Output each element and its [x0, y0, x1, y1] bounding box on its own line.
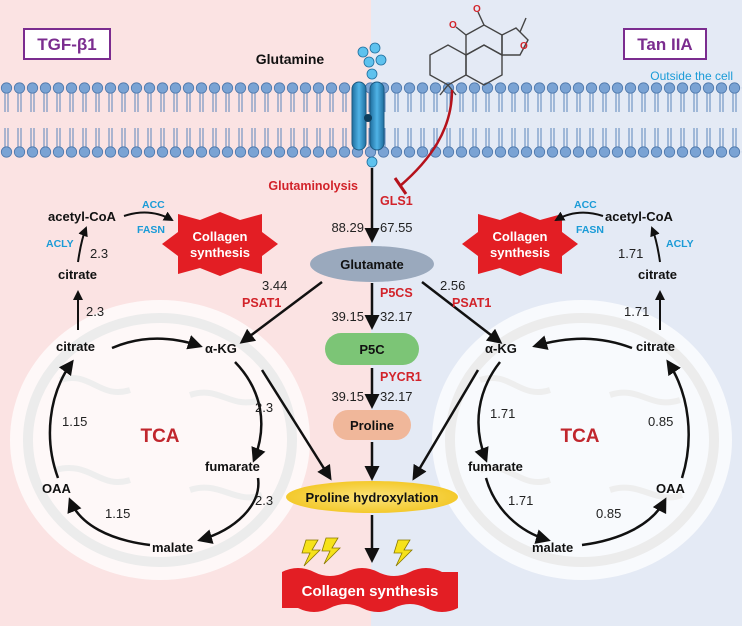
collagen-banner-label: Collagen synthesis — [302, 583, 439, 600]
right-value-acly: 1.71 — [618, 246, 643, 261]
left-value-malate-oaa: 1.15 — [105, 506, 130, 521]
left-oaa: OAA — [42, 481, 72, 496]
left-arrow-akg-fumarate — [234, 361, 266, 463]
proline-label: Proline — [350, 418, 394, 433]
right-value-malate-oaa: 0.85 — [596, 506, 621, 521]
left-citrate: citrate — [56, 339, 95, 354]
tgf-tag-box — [23, 28, 111, 60]
left-acc: ACC — [142, 199, 165, 211]
left-arrow-glutamate-akg — [239, 281, 323, 344]
tan-tag-box — [623, 28, 707, 60]
left-arrow-citrate-akg — [111, 335, 203, 350]
left-tca-label: TCA — [140, 426, 179, 447]
left-arrow-akg-hydroxylation — [260, 369, 332, 481]
left-arrow-acetyl-collagen — [123, 211, 174, 221]
right-citrate-top: citrate — [638, 267, 677, 282]
left-arrow-malate-oaa — [67, 497, 151, 547]
right-oaa: OAA — [656, 481, 686, 496]
p5c-node — [325, 333, 419, 365]
value-pycr-left: 39.15 — [331, 389, 364, 404]
right-arrow-glutamate-akg — [421, 281, 503, 344]
right-arrow-citrate-akg — [532, 335, 633, 350]
right-collagen-star — [462, 212, 578, 276]
left-fasn: FASN — [137, 224, 165, 236]
right-fasn: FASN — [576, 224, 604, 236]
glutamine-label: Glutamine — [256, 51, 325, 67]
proline-hydroxylation-label: Proline hydroxylation — [306, 490, 439, 505]
right-fumarate: fumarate — [468, 459, 523, 474]
right-tca-label: TCA — [560, 426, 599, 447]
left-citrate-top: citrate — [58, 267, 97, 282]
tan-tag: Tan IIA — [637, 35, 692, 54]
left-fumarate: fumarate — [205, 459, 260, 474]
right-collagen-star-line2: synthesis — [490, 245, 550, 260]
glutamate-node — [310, 246, 434, 282]
left-arrow-oaa-citrate — [48, 359, 74, 479]
left-malate: malate — [152, 540, 193, 555]
left-acly: ACLY — [46, 238, 74, 250]
tan-o-2: O — [449, 20, 457, 31]
value-p5cs-left: 39.15 — [331, 309, 364, 324]
glutamine-transporter — [351, 42, 387, 168]
left-arrow-fumarate-malate — [197, 477, 260, 544]
inhibition-line — [399, 89, 454, 187]
left-collagen-star — [162, 212, 278, 276]
tan-iia-structure — [429, 11, 529, 96]
proline-hydroxylation-node — [286, 481, 458, 513]
left-psat1: PSAT1 — [242, 296, 281, 310]
pycr1-label: PYCR1 — [380, 370, 422, 384]
left-value-acly: 2.3 — [90, 246, 108, 261]
left-value-psat1: 3.44 — [262, 278, 287, 293]
p5c-label: P5C — [359, 342, 385, 357]
right-value-akg-fumarate: 1.71 — [490, 406, 515, 421]
proline-node — [333, 410, 411, 440]
right-citrate: citrate — [636, 339, 675, 354]
left-mitochondrion — [10, 300, 310, 580]
gls1-label: GLS1 — [380, 194, 413, 208]
right-acc: ACC — [574, 199, 597, 211]
right-value-psat1: 2.56 — [440, 278, 465, 293]
right-arrow-acetyl-collagen — [554, 211, 604, 221]
value-p5cs-right: 32.17 — [380, 309, 413, 324]
left-collagen-star-line1: Collagen — [193, 229, 248, 244]
tan-o-3: O — [520, 41, 528, 52]
left-value-akg-fumarate: 2.3 — [255, 400, 273, 415]
right-arrow-oaa-citrate — [666, 359, 690, 479]
p5cs-label: P5CS — [380, 286, 413, 300]
lightning-icons — [301, 537, 413, 567]
tan-o-1: O — [473, 4, 481, 15]
collagen-banner — [282, 568, 458, 612]
left-value-fumarate-malate: 2.3 — [255, 493, 273, 508]
value-gls-left: 88.29 — [331, 220, 364, 235]
value-pycr-right: 32.17 — [380, 389, 413, 404]
right-arrow-akg-hydroxylation — [412, 369, 480, 481]
left-arrow-citrate-acetyl — [77, 226, 88, 263]
right-akg: α-KG — [485, 341, 517, 356]
right-malate: malate — [532, 540, 573, 555]
glutaminolysis-label: Glutaminolysis — [268, 179, 358, 193]
tgf-tag: TGF-β1 — [37, 35, 96, 54]
inhibition-bar — [393, 177, 408, 195]
right-value-oaa-citrate: 0.85 — [648, 414, 673, 429]
right-value-citrate: 1.71 — [624, 304, 649, 319]
right-arrow-akg-fumarate — [474, 361, 501, 463]
right-value-fumarate-malate: 1.71 — [508, 493, 533, 508]
glutamate-label: Glutamate — [340, 257, 404, 272]
right-arrow-fumarate-malate — [484, 477, 551, 544]
right-psat1: PSAT1 — [452, 296, 491, 310]
right-arrow-citrate-acetyl — [650, 226, 661, 263]
right-collagen-star-line1: Collagen — [493, 229, 548, 244]
right-arrow-malate-oaa — [581, 497, 667, 547]
outside-cell-label: Outside the cell — [650, 69, 733, 83]
right-acly: ACLY — [666, 238, 694, 250]
left-acetyl-coa: acetyl-CoA — [48, 209, 117, 224]
left-akg: α-KG — [205, 341, 237, 356]
right-acetyl-coa: acetyl-CoA — [605, 209, 674, 224]
left-collagen-star-line2: synthesis — [190, 245, 250, 260]
left-value-oaa-citrate: 1.15 — [62, 414, 87, 429]
left-value-citrate: 2.3 — [86, 304, 104, 319]
value-gls-right: 67.55 — [380, 220, 413, 235]
